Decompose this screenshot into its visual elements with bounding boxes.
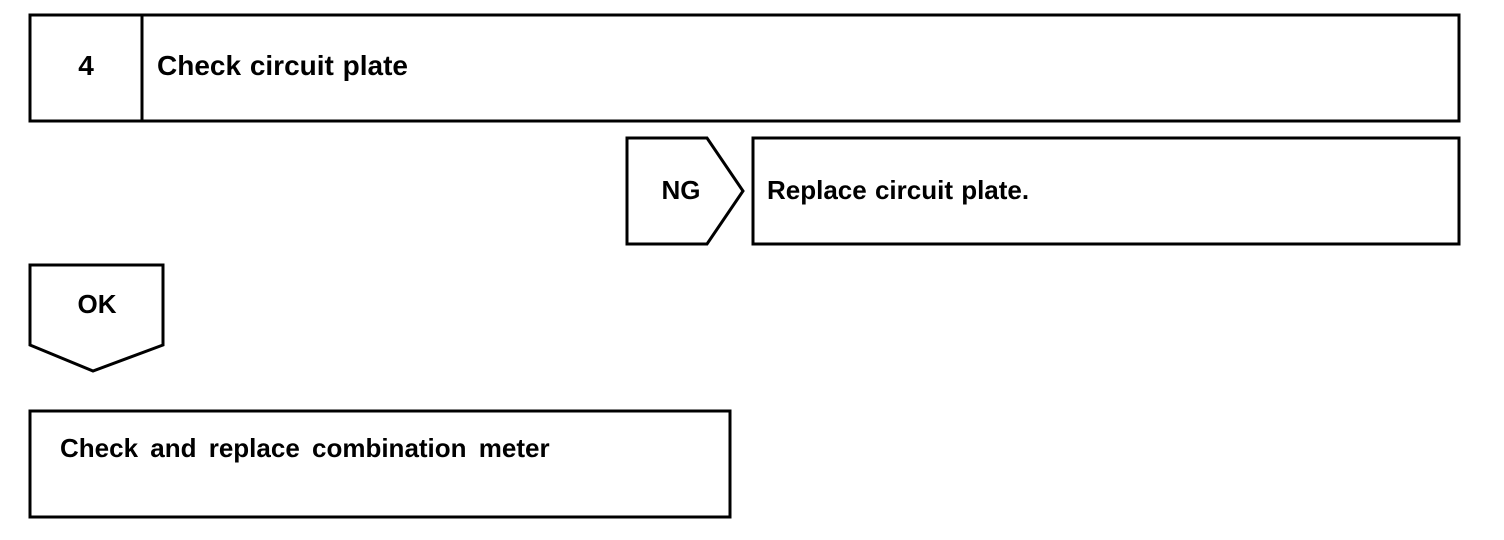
step-title: Check circuit plate: [157, 50, 408, 81]
step-header-box: [28, 13, 1461, 123]
ok-result-box: [28, 409, 732, 519]
ok-action-text: Check and replace combination meter: [60, 433, 550, 463]
ok-label: OK: [77, 289, 117, 319]
ng-arrow-shape: [625, 136, 745, 246]
step-number: 4: [78, 50, 94, 81]
ok-arrow-shape: [28, 263, 165, 373]
ng-action-text: Replace circuit plate.: [767, 175, 1030, 205]
ng-label: NG: [661, 175, 701, 205]
ng-result-box: [751, 136, 1461, 246]
